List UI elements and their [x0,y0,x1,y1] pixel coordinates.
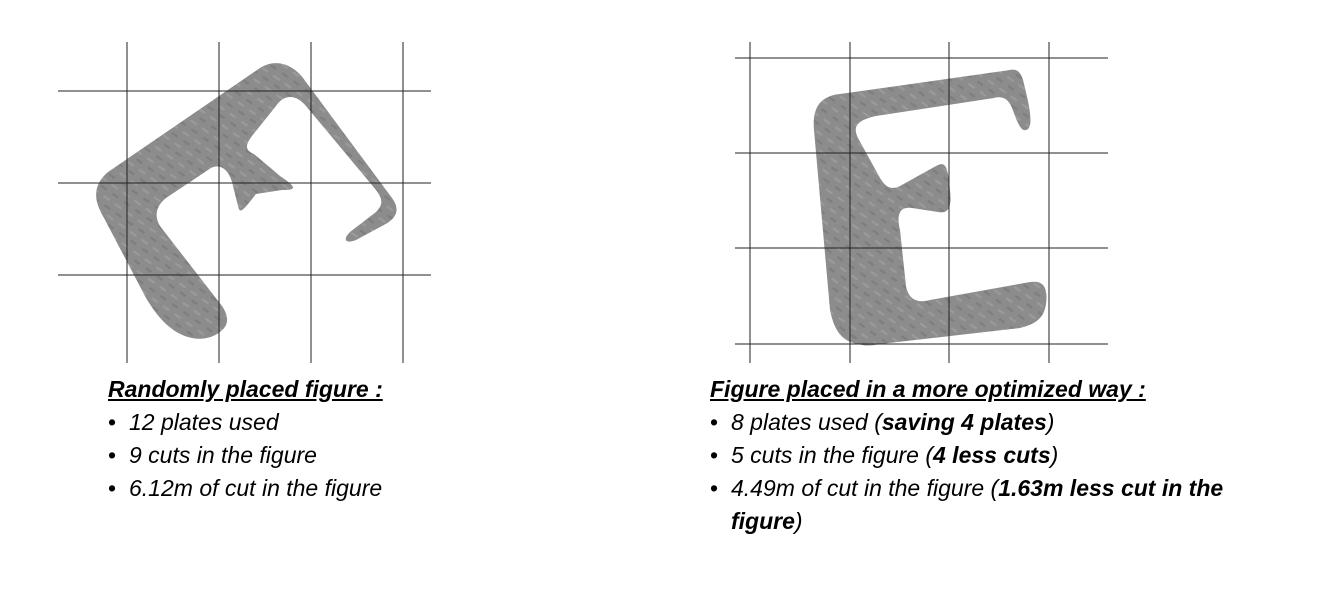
list-item: • 12 plates used [108,406,528,439]
letter-e-optimized-placement [813,69,1047,346]
list-item-suffix: ) [1046,409,1055,435]
left-caption-list: • 12 plates used • 9 cuts in the figure … [108,406,528,505]
right-caption-list: • 8 plates used (saving 4 plates) • 5 cu… [710,406,1300,538]
left-figure-group [96,63,397,339]
list-item-emphasis: 1.63m less cut in the figure [731,475,1224,534]
bullet-glyph: • [710,475,719,501]
right-figure-group [813,69,1047,346]
list-item: • 4.49m of cut in the figure (1.63m less… [710,472,1300,538]
right-grid [735,42,1108,363]
left-caption-heading: Randomly placed figure : [108,376,383,402]
bullet-glyph: • [108,442,117,468]
list-item-suffix: ) [794,508,803,534]
bullet-glyph: • [710,409,719,435]
list-item-text: 12 plates used [129,409,279,435]
right-caption: Figure placed in a more optimized way : … [710,373,1300,538]
list-item-text: 4.49m of cut in the figure ( [731,475,999,501]
bullet-glyph: • [710,442,719,468]
bullet-glyph: • [108,475,117,501]
list-item: • 6.12m of cut in the figure [108,472,528,505]
left-caption: Randomly placed figure : • 12 plates use… [108,373,528,505]
list-item-emphasis: saving 4 plates [881,409,1047,435]
bullet-glyph: • [108,409,117,435]
right-caption-heading: Figure placed in a more optimized way : [710,376,1146,402]
letter-e-random-placement [96,63,397,339]
list-item-text: 8 plates used ( [731,409,882,435]
list-item-text: 6.12m of cut in the figure [129,475,383,501]
list-item: • 9 cuts in the figure [108,439,528,472]
list-item-text: 9 cuts in the figure [129,442,317,468]
list-item-emphasis: 4 less cuts [933,442,1051,468]
list-item-text: 5 cuts in the figure ( [731,442,933,468]
list-item-suffix: ) [1050,442,1059,468]
list-item: • 8 plates used (saving 4 plates) [710,406,1300,439]
list-item: • 5 cuts in the figure (4 less cuts) [710,439,1300,472]
left-grid [58,42,431,363]
